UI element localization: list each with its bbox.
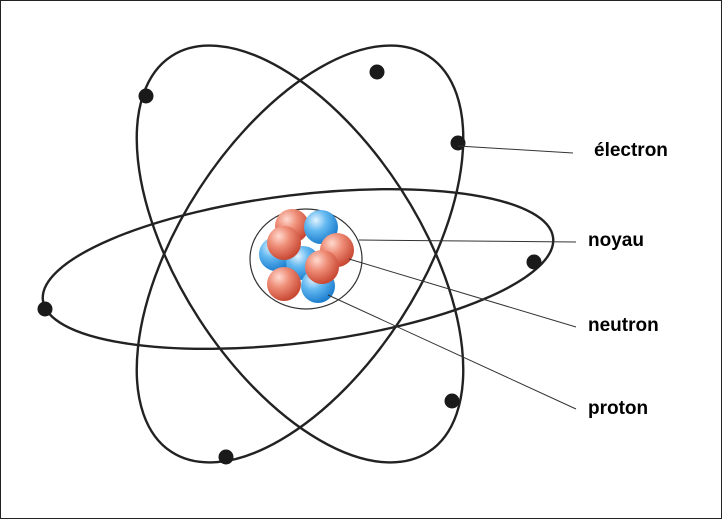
proton-sphere — [305, 250, 339, 284]
proton-sphere — [267, 267, 301, 301]
electron-dot — [37, 301, 53, 317]
electron-dot — [450, 135, 466, 151]
orbit-right-tilt — [135, 44, 465, 464]
label-proton: proton — [588, 398, 648, 419]
orbit-left-tilt — [135, 44, 465, 464]
electron-dot — [444, 393, 460, 409]
leader-line-nucleus — [358, 239, 577, 243]
electron-dot — [218, 449, 234, 465]
label-electron: électron — [594, 140, 668, 161]
orbit-horizontal — [41, 187, 555, 351]
leader-line-electron — [457, 145, 574, 154]
proton-sphere — [267, 226, 301, 260]
electron-dot — [138, 88, 154, 104]
leader-line-neutron — [348, 258, 577, 328]
leader-line-proton — [327, 294, 577, 410]
label-nucleus: noyau — [588, 230, 644, 251]
electron-dot — [526, 254, 542, 270]
label-neutron: neutron — [588, 315, 659, 336]
electron-dot — [369, 64, 385, 80]
nucleus — [259, 209, 354, 303]
